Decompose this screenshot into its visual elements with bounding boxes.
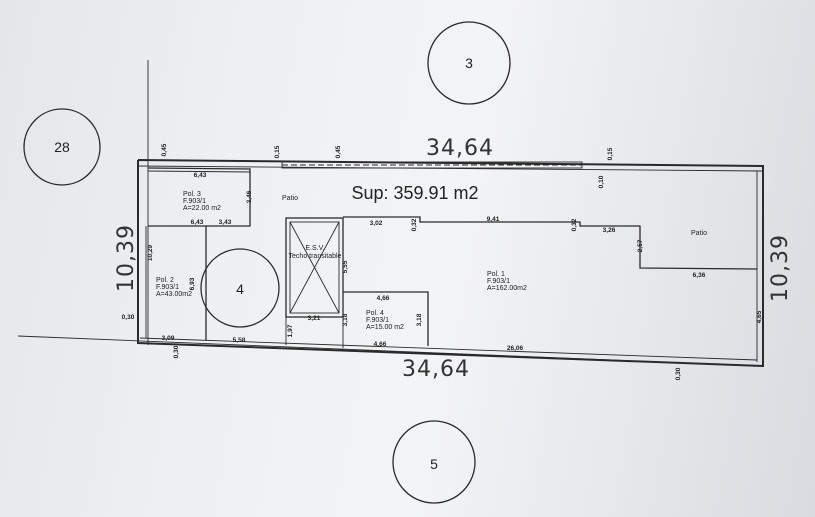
svg-text:F.903/1: F.903/1 (156, 284, 179, 291)
svg-text:A=15.00 m2: A=15.00 m2 (366, 324, 404, 331)
dim-top: 34,64 (426, 136, 494, 161)
room-pol2-label: Pol. 2 F.903/1 A=43.00m2 (156, 277, 192, 298)
esv-label: E.S.V. Techo transitable (289, 245, 342, 260)
dim-6-43-b: 6,43 (191, 219, 204, 226)
dim-10-29: 10,29 (147, 244, 154, 261)
surface-label: Sup: 359.91 m2 (351, 183, 478, 203)
room-pol1-label: Pol. 1 F.903/1 A=162.00m2 (487, 271, 527, 292)
svg-text:Techo transitable: Techo transitable (289, 253, 342, 260)
dim-5-58: 5,58 (233, 337, 246, 344)
dim-3-43: 3,43 (219, 219, 232, 226)
plot-marker-5: 5 (392, 420, 476, 504)
dim-6-93: 6,93 (189, 277, 196, 290)
dim-2-57: 2,57 (637, 239, 644, 252)
dim-0-30-a: 0,30 (122, 314, 135, 321)
svg-text:Pol. 1: Pol. 1 (487, 271, 505, 278)
svg-text:F.903/1: F.903/1 (487, 278, 510, 285)
dim-0-45-b: 0,45 (335, 145, 342, 158)
svg-text:Pol. 2: Pol. 2 (156, 277, 174, 284)
pol1-top-walls (343, 216, 758, 270)
plot-number-3: 3 (465, 55, 473, 71)
esv-box (285, 217, 344, 345)
dim-0-30-b: 0,30 (173, 345, 180, 358)
plot-number-5: 5 (430, 456, 438, 472)
dim-4-66-b: 4,66 (374, 341, 387, 348)
room-pol3-label: Pol. 3 F.903/1 A=22.00 m2 (183, 191, 221, 212)
dim-3-02: 3,02 (370, 220, 383, 227)
dim-0-15-b: 0,15 (607, 147, 614, 160)
lot-outline (137, 159, 764, 368)
svg-text:E.S.V.: E.S.V. (305, 245, 324, 252)
dim-1-97: 1,97 (287, 324, 294, 337)
dim-5-55: 5,55 (342, 260, 349, 273)
room-patio-right: Patio (691, 230, 707, 237)
dim-0-32-a: 0,32 (411, 218, 418, 231)
plot-marker-3: 3 (427, 21, 511, 105)
plot-marker-4: 4 (200, 248, 280, 328)
svg-text:F.903/1: F.903/1 (183, 198, 206, 205)
dim-6-43-a: 6,43 (194, 172, 207, 179)
room-pol4-label: Pol. 4 F.903/1 A=15.00 m2 (366, 310, 404, 331)
dim-0-15-a: 0,15 (274, 145, 281, 158)
pol3-inner (147, 170, 251, 173)
dim-3-21: 3,21 (308, 315, 321, 322)
svg-text:F.903/1: F.903/1 (366, 317, 389, 324)
plot-marker-28: 28 (23, 108, 101, 186)
plot-number-4: 4 (236, 281, 244, 297)
dim-3-09: 3,09 (162, 335, 175, 342)
dim-left: 10,39 (114, 224, 139, 292)
svg-text:A=43.00m2: A=43.00m2 (156, 291, 192, 298)
svg-text:A=22.00 m2: A=22.00 m2 (183, 205, 221, 212)
dim-9-41: 9,41 (487, 216, 500, 223)
plot-number-28: 28 (54, 139, 70, 155)
dim-4-65: 4,65 (756, 310, 763, 323)
dim-3-26: 3,26 (603, 227, 616, 234)
dim-3-18-a: 3,18 (342, 313, 349, 326)
dim-bottom: 34,64 (402, 357, 470, 382)
pol4-walls (343, 291, 429, 346)
dim-3-46: 3,46 (246, 190, 253, 203)
svg-text:A=162.00m2: A=162.00m2 (487, 285, 527, 292)
dim-3-18-b: 3,18 (416, 313, 423, 326)
svg-text:Pol. 4: Pol. 4 (366, 310, 384, 317)
dim-0-10: 0,10 (598, 175, 605, 188)
dim-0-32-b: 0,32 (571, 218, 578, 231)
room-patio-top: Patio (282, 195, 298, 202)
dim-4-66-a: 4,66 (377, 295, 390, 302)
pol3-walls (147, 167, 251, 227)
dim-6-36: 6,36 (693, 272, 706, 279)
dim-0-45-a: 0,45 (161, 143, 168, 156)
svg-text:Pol. 3: Pol. 3 (183, 191, 201, 198)
dim-0-30-c: 0,30 (675, 367, 682, 380)
top-strip (281, 161, 583, 169)
dim-right: 10,39 (768, 234, 793, 302)
dim-26-06: 26,06 (507, 345, 524, 352)
